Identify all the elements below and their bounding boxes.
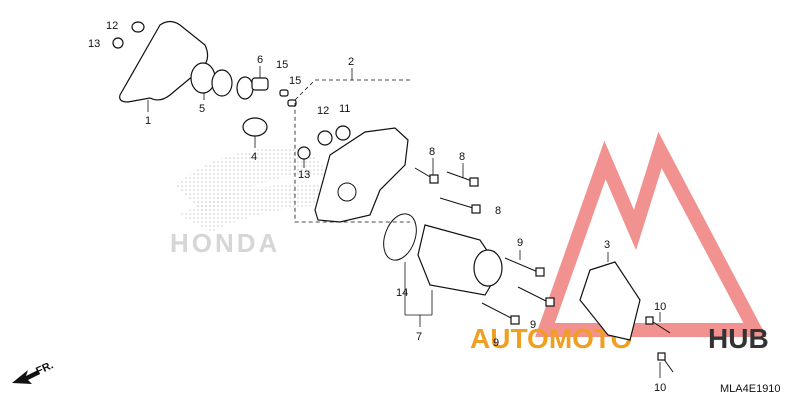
callout-leaders <box>147 66 661 378</box>
callout-10-lower: 10 <box>654 382 666 394</box>
front-direction-arrow-icon <box>12 370 40 384</box>
callout-5: 5 <box>199 103 205 115</box>
callout-4: 4 <box>251 151 257 163</box>
front-direction-label: FR. <box>34 359 55 377</box>
washer-part-11 <box>335 125 351 141</box>
washer-part-12 <box>317 130 333 146</box>
gear-part-5 <box>190 62 254 100</box>
diagram-code: MLA4E1910 <box>720 383 781 395</box>
pin-part-15-upper <box>279 89 289 97</box>
callout-3: 3 <box>604 239 610 251</box>
washer-part-13 <box>297 146 311 160</box>
callout-9-mid: 9 <box>530 319 536 331</box>
callout-8-right: 8 <box>459 151 465 163</box>
bolts-part-9 <box>481 257 555 325</box>
callout-14: 14 <box>396 287 408 299</box>
callout-13-mid: 13 <box>298 169 310 181</box>
washer-part-13-top <box>112 37 124 49</box>
gear-part-4 <box>242 117 268 137</box>
callout-12-top: 12 <box>106 20 118 32</box>
part-2-boundary <box>294 79 410 223</box>
callout-1: 1 <box>145 115 151 127</box>
honda-watermark-text: HONDA <box>170 228 280 258</box>
callout-2: 2 <box>348 56 354 68</box>
callout-11: 11 <box>339 103 350 115</box>
collar-part-6 <box>251 77 269 91</box>
callout-9-bottom: 9 <box>493 337 499 349</box>
bolts-part-10 <box>645 316 674 373</box>
callout-13-top: 13 <box>88 38 100 50</box>
callout-10-upper: 10 <box>654 301 666 313</box>
motor-part-7 <box>417 224 503 296</box>
gasket-part-1 <box>119 20 209 103</box>
cover-part-3 <box>579 261 641 341</box>
callout-8-left: 8 <box>429 146 435 158</box>
callout-8-lower: 8 <box>495 205 501 217</box>
callout-15-upper: 15 <box>276 59 288 71</box>
callout-12-mid: 12 <box>317 105 329 117</box>
callout-15-lower: 15 <box>289 75 301 87</box>
logo-triangle-icon <box>535 131 767 337</box>
callout-6: 6 <box>257 54 263 66</box>
o-ring-part-14 <box>383 213 417 261</box>
logo-word-hub: HUB <box>708 323 769 354</box>
washer-part-12-top <box>131 21 145 33</box>
pin-part-15-lower <box>287 99 297 107</box>
gear-case-part-2 <box>314 127 409 223</box>
callout-7: 7 <box>416 331 422 343</box>
callout-9-top: 9 <box>517 237 523 249</box>
bolts-part-8 <box>414 167 481 214</box>
honda-wing-watermark <box>175 148 335 232</box>
